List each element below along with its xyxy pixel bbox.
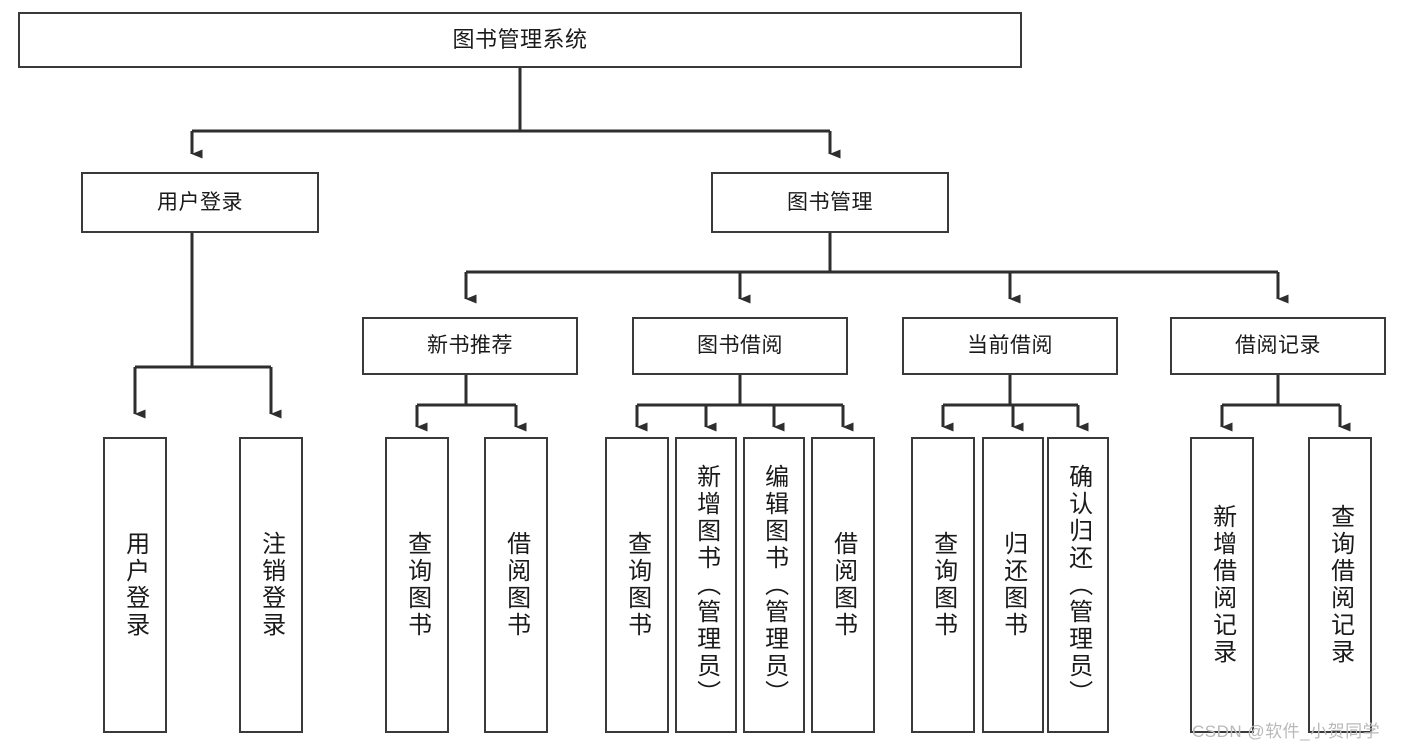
node-user-login[interactable]: 用户登录 (81, 172, 319, 233)
node-label: 新增借阅记录 (1208, 504, 1236, 666)
node-label: 注销登录 (257, 531, 285, 639)
node-label: 用户登录 (157, 190, 243, 214)
node-label: 新书推荐 (427, 334, 513, 358)
leaf-add-borrow-record[interactable]: 新增借阅记录 (1190, 437, 1254, 733)
leaf-borrow-book-borrow[interactable]: 借阅图书 (811, 437, 875, 733)
node-label: 用户登录 (121, 531, 149, 639)
node-label: 查询图书 (929, 531, 957, 639)
node-label: 查询借阅记录 (1326, 504, 1354, 666)
node-label: 借阅记录 (1235, 334, 1321, 358)
node-label: 图书管理 (787, 190, 873, 214)
leaf-edit-book-admin[interactable]: 编辑图书（管理员） (743, 437, 805, 733)
leaf-query-borrow-record[interactable]: 查询借阅记录 (1308, 437, 1372, 733)
node-current-borrow[interactable]: 当前借阅 (902, 317, 1118, 375)
leaf-confirm-return-admin[interactable]: 确认归还（管理员） (1047, 437, 1109, 733)
node-label: 归还图书 (999, 531, 1027, 639)
node-label: 当前借阅 (967, 334, 1053, 358)
leaf-logout[interactable]: 注销登录 (239, 437, 303, 733)
leaf-query-book-newbook[interactable]: 查询图书 (385, 437, 449, 733)
node-new-book-recommend[interactable]: 新书推荐 (362, 317, 578, 375)
node-label: 编辑图书（管理员） (760, 463, 788, 707)
leaf-query-book-current[interactable]: 查询图书 (911, 437, 975, 733)
node-label: 借阅图书 (502, 531, 530, 639)
leaf-query-book-borrow[interactable]: 查询图书 (605, 437, 669, 733)
leaf-user-login[interactable]: 用户登录 (103, 437, 167, 733)
node-label: 查询图书 (623, 531, 651, 639)
node-label: 查询图书 (403, 531, 431, 639)
node-label: 确认归还（管理员） (1064, 463, 1092, 707)
node-root-system[interactable]: 图书管理系统 (18, 12, 1022, 68)
node-label: 图书管理系统 (452, 26, 588, 52)
node-book-borrow[interactable]: 图书借阅 (632, 317, 848, 375)
csdn-watermark: CSDN @软件_小贺同学 (1192, 722, 1381, 741)
node-label: 图书借阅 (697, 334, 783, 358)
leaf-return-book[interactable]: 归还图书 (982, 437, 1044, 733)
node-book-management[interactable]: 图书管理 (711, 172, 949, 233)
node-borrow-record[interactable]: 借阅记录 (1170, 317, 1386, 375)
node-label: 新增图书（管理员） (692, 463, 720, 707)
leaf-add-book-admin[interactable]: 新增图书（管理员） (675, 437, 737, 733)
node-label: 借阅图书 (829, 531, 857, 639)
leaf-borrow-book-newbook[interactable]: 借阅图书 (484, 437, 548, 733)
